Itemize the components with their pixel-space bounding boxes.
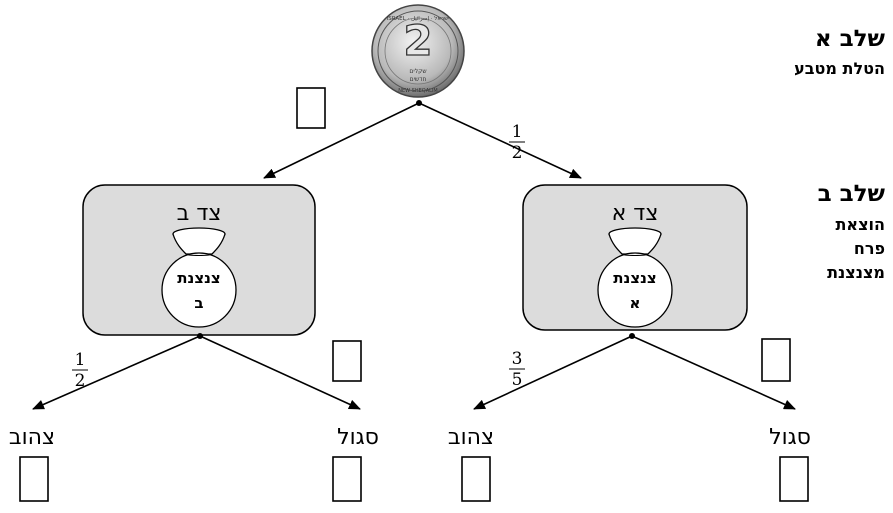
leaf-b-purple-label: סגול (337, 425, 379, 450)
prob-a-yellow: 3 5 (509, 349, 525, 390)
vase-a-icon (597, 227, 673, 328)
coin-line2: חדשים (410, 76, 427, 83)
stage-a-subtitle: הטלת מטבע (794, 59, 885, 78)
stage-b-subtitle-line3: מצנצנת (827, 263, 885, 282)
answer-box-leaf-b-purple[interactable] (332, 456, 362, 502)
leaf-a-yellow-label: צהוב (448, 425, 494, 450)
prob-coin-right-den: 2 (512, 143, 523, 163)
prob-a-yellow-den: 5 (512, 370, 523, 390)
prob-b-yellow: 1 2 (72, 350, 88, 391)
answer-box-leaf-a-purple[interactable] (779, 456, 809, 502)
branch-coin-to-left (263, 102, 420, 179)
answer-box-coin-left[interactable] (296, 87, 326, 129)
stage-a-title: שלב א (815, 26, 886, 52)
branch-a-to-yellow (473, 335, 633, 410)
prob-coin-right-num: 1 (512, 122, 523, 142)
coin-value: 2 (403, 16, 432, 65)
answer-box-leaf-a-yellow[interactable] (461, 456, 491, 502)
side-a-box: צד א צנצנת א (522, 184, 748, 331)
answer-box-b-purple[interactable] (332, 340, 362, 382)
coin-icon: 2 שקלים חדשים ISRAEL · ישראל · إسرائيل N… (371, 4, 465, 98)
stage-b-title: שלב ב (818, 181, 886, 207)
coin-line1: שקלים (409, 68, 426, 75)
prob-b-yellow-num: 1 (75, 350, 86, 370)
side-b-label: צד ב (177, 201, 222, 226)
vase-b-icon (161, 227, 237, 328)
vase-b-label-line2: ב (194, 294, 203, 312)
side-a-label: צד א (612, 201, 659, 226)
vase-a-label-line1: צנצנת (613, 269, 656, 287)
vase-a-label-line2: א (630, 294, 641, 312)
coin-ring-top: ISRAEL · ישראל · إسرائيل (387, 15, 450, 22)
prob-b-yellow-den: 2 (75, 371, 86, 391)
side-b-box: צד ב צנצנת ב (82, 184, 316, 336)
answer-box-a-purple[interactable] (761, 338, 791, 382)
answer-box-leaf-b-yellow[interactable] (19, 456, 49, 502)
branch-b-to-purple (199, 335, 361, 410)
leaf-b-yellow-label: צהוב (9, 425, 55, 450)
stage-b-subtitle-line1: הוצאת (835, 215, 885, 234)
branch-b-to-yellow (32, 335, 201, 410)
coin-ring-bottom: NEW SHEQALIM (398, 88, 437, 94)
leaf-a-purple-label: סגול (769, 425, 811, 450)
prob-a-yellow-num: 3 (512, 349, 523, 369)
branch-a-to-purple (631, 335, 796, 410)
prob-coin-right: 1 2 (509, 122, 525, 163)
vase-b-label-line1: צנצנת (177, 269, 220, 287)
stage-b-subtitle-line2: פרח (854, 239, 885, 258)
branch-coin-to-right (418, 102, 582, 179)
